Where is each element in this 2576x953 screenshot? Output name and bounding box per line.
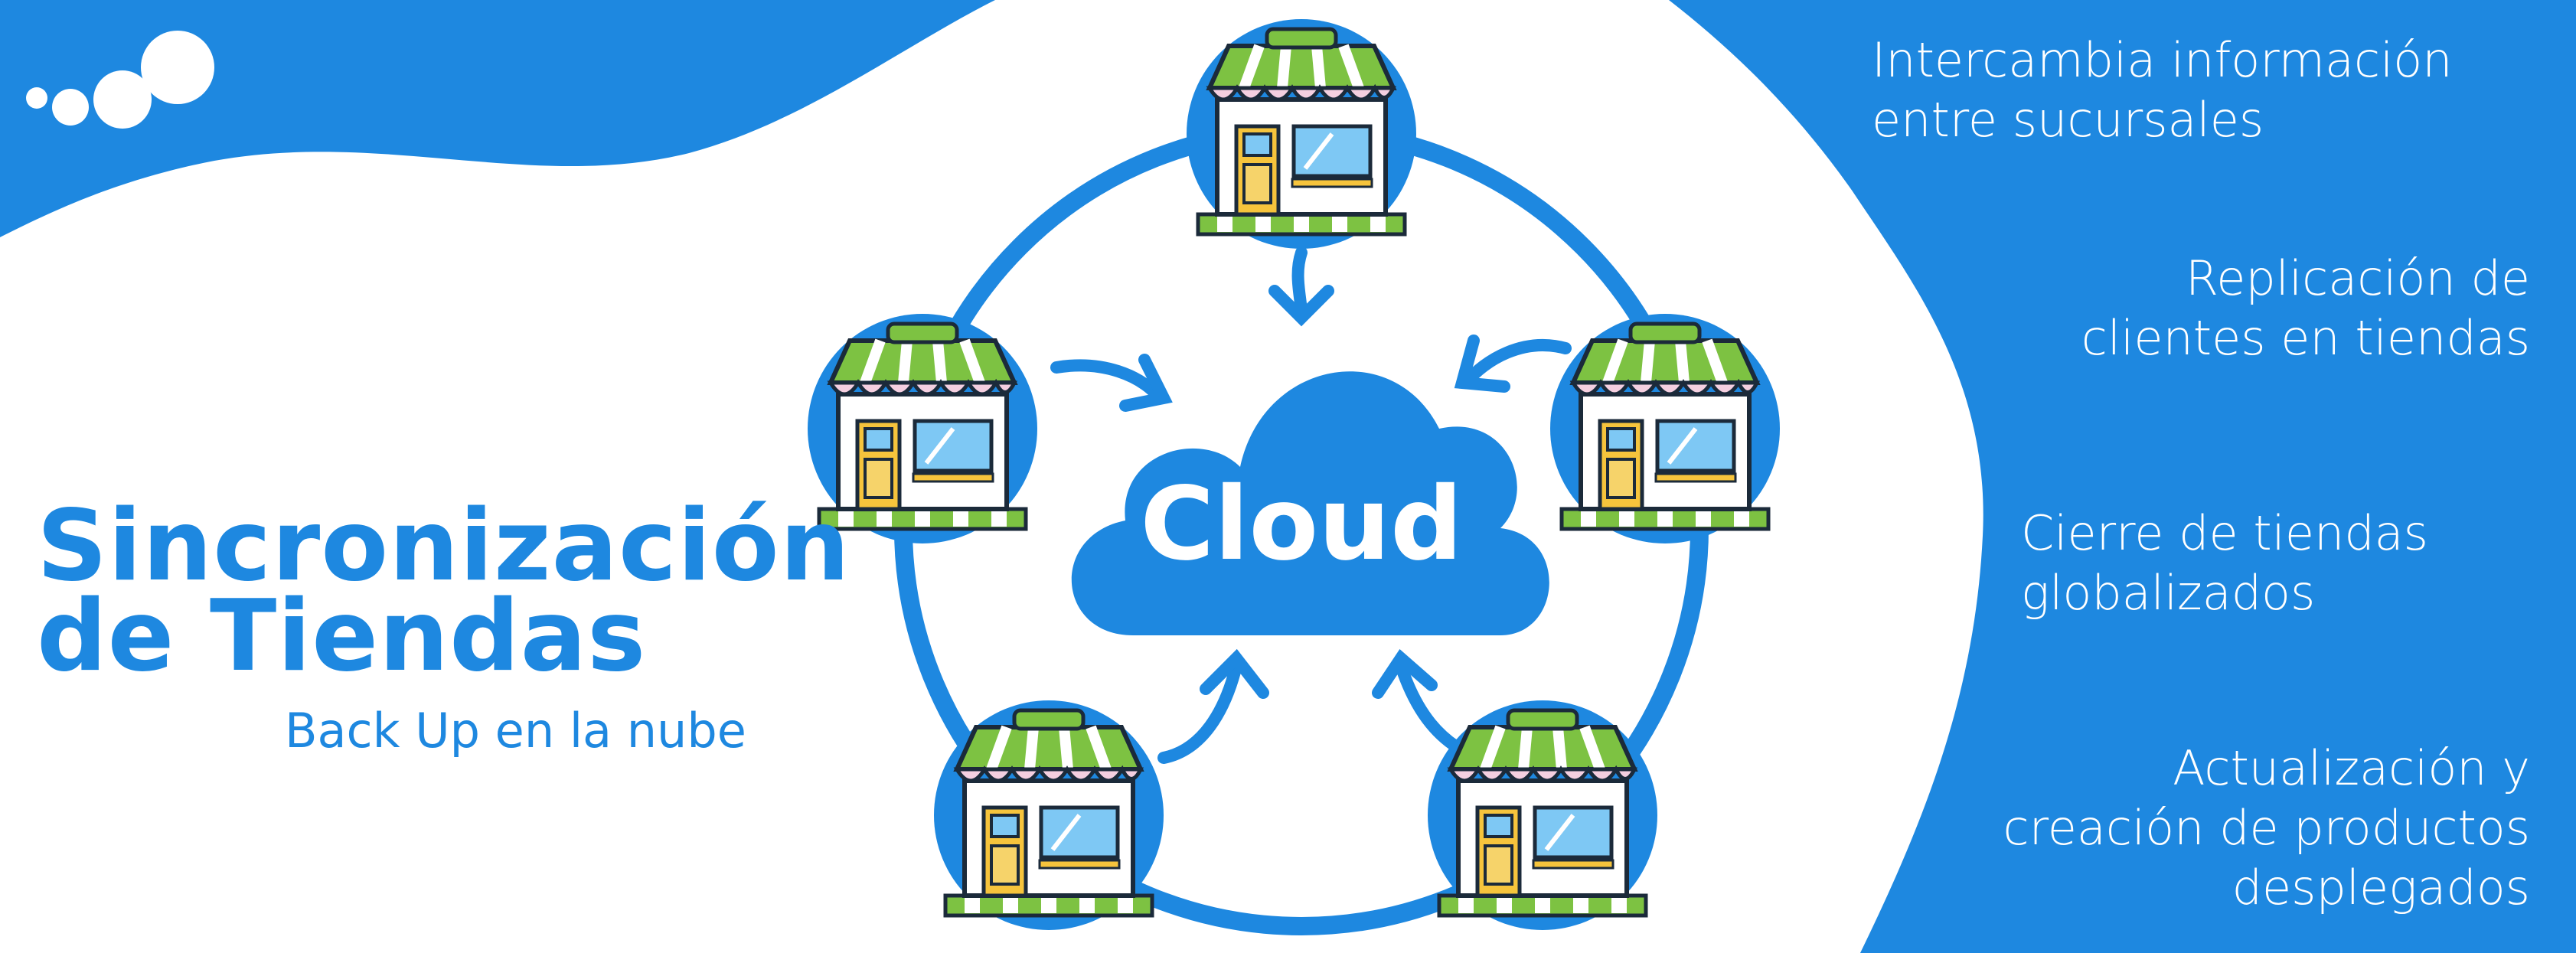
feature-4-line3: desplegados xyxy=(2232,860,2530,915)
feature-4: Actualización y creación de productos de… xyxy=(1830,739,2530,918)
page-title: Sincronización de Tiendas xyxy=(37,489,851,694)
top-left-wave xyxy=(0,0,995,237)
feature-3-line2: globalizados xyxy=(2021,565,2316,621)
feature-3-line1: Cierre de tiendas xyxy=(2021,505,2428,561)
page-subtitle: Back Up en la nube xyxy=(285,703,746,759)
page-title-line1: Sincronización xyxy=(37,489,851,603)
feature-2: Replicación de clientes en tiendas xyxy=(1899,249,2530,368)
feature-1: Intercambia información entre sucursales xyxy=(1872,31,2545,150)
feature-1-line2: entre sucursales xyxy=(1872,92,2264,148)
feature-2-line1: Replicación de xyxy=(2185,250,2530,306)
cloud-label: Cloud xyxy=(1140,465,1463,583)
store-node-top xyxy=(1187,19,1416,249)
store-node-left xyxy=(808,314,1037,543)
feature-1-line1: Intercambia información xyxy=(1872,32,2453,88)
feature-4-line1: Actualización y xyxy=(2173,740,2530,796)
store-node-right xyxy=(1550,314,1780,543)
logo-dots-icon xyxy=(26,31,214,129)
feature-2-line2: clientes en tiendas xyxy=(2081,310,2530,366)
sync-arrows xyxy=(1050,246,1572,764)
store-node-bottom-right xyxy=(1428,700,1657,930)
cloud-icon xyxy=(1071,371,1549,635)
store-node-bottom-left xyxy=(934,700,1164,930)
right-panel-wave xyxy=(1669,0,2576,953)
feature-3: Cierre de tiendas globalizados xyxy=(2021,504,2557,623)
page-title-line2: de Tiendas xyxy=(37,579,647,694)
feature-4-line2: creación de productos xyxy=(2003,800,2530,856)
